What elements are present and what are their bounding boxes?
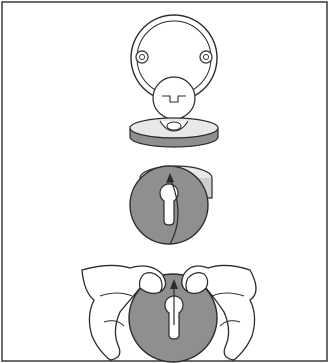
screw-hole-right [200,51,212,63]
screw-hole-left [136,51,148,63]
escutcheon-step [130,166,212,244]
cover-plate-step [130,15,218,147]
hands-step [82,265,256,362]
detail-circle [153,77,195,119]
plate-keyhole-top [167,122,181,130]
